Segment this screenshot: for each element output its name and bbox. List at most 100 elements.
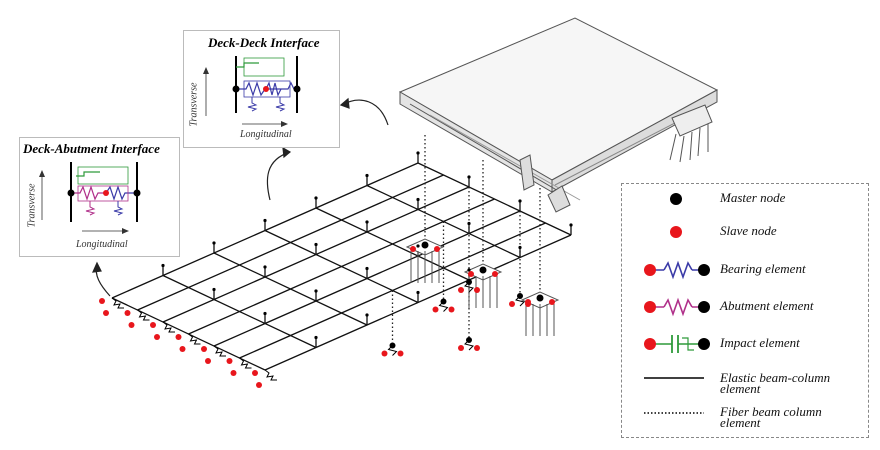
pile-caps [405,238,560,336]
deck-transverse-beam [213,252,368,326]
master-node [314,196,318,200]
callout-arrows [92,97,389,297]
abutment-spring [213,345,226,357]
slave-node [201,346,207,352]
master-node [212,241,216,245]
slave-node [99,298,105,304]
master-node [365,220,369,224]
deck-deck-connection-schematic [203,56,301,127]
abutment-spring [111,297,124,309]
deck-deck-title: Deck-Deck Interface [208,35,320,50]
master-node [365,173,369,178]
deck-deck-inset: Deck-Deck Interface Transverse Longitudi… [183,30,340,148]
master-node [467,268,471,272]
deck-abutment-connection-schematic [39,162,141,234]
deck-abutment-title: Deck-Abutment Interface [23,141,160,156]
master-node [416,244,420,248]
deck-transverse-beam [162,274,317,349]
abutment-element-icon [644,297,710,317]
slave-node [432,306,439,313]
bearing-element-icon [644,260,710,280]
slave-node [154,334,160,340]
legend-slave-node: Slave node [720,223,777,238]
slave-node [124,310,131,316]
slave-node [256,382,262,388]
master-node [421,241,429,249]
slave-node [549,299,555,305]
column-base-spring [387,345,398,356]
master-node [416,197,420,202]
master-node [416,290,420,295]
master-node-icon [670,193,682,205]
support-springs [99,151,573,388]
master-node [518,199,522,203]
slave-node [492,271,498,277]
slave-node [150,322,156,328]
slave-node [103,310,109,316]
master-node [314,242,318,247]
slave-node [474,287,480,293]
master-node [467,221,471,226]
master-node [479,266,487,274]
slave-node [252,370,258,376]
slave-node-icon [670,226,682,238]
master-node [365,266,369,271]
column-base-spring [464,339,474,351]
slave-node [458,345,464,351]
master-node [518,245,522,250]
abutment-spring [188,333,201,345]
right-pier [669,104,713,163]
deck-deck-horizontal-axis: Longitudinal [240,129,292,140]
master-node [263,218,267,223]
fiber-columns [391,135,541,346]
slave-node [448,306,455,313]
master-node [263,265,267,269]
slave-node [230,370,237,376]
deck-slab [398,17,719,213]
slave-node [509,301,515,307]
master-node [161,263,165,268]
slave-node [179,346,186,352]
impact-element-icon [644,335,710,353]
slave-node [205,358,211,364]
slave-node [458,287,464,293]
master-node [536,294,544,302]
column-base-spring [438,301,449,312]
master-node [569,223,573,227]
column-base-spring [515,295,525,307]
slave-node [525,299,531,305]
slave-node [434,246,440,252]
master-node [467,175,471,179]
legend-box: Master node Slave node Bearing element A… [621,183,869,438]
slave-node [468,271,474,277]
abutment-spring [137,309,150,321]
master-node [365,313,369,317]
deck-abutment-horizontal-axis: Longitudinal [76,239,128,250]
legend-impact-element: Impact element [720,335,800,350]
legend-master-node: Master node [720,190,786,205]
slave-node [226,358,233,364]
abutment-spring [264,369,277,381]
slave-node [410,246,416,252]
abutment-spring [239,357,252,369]
deck-abutment-inset: Deck-Abutment Interface Transverse Longi… [19,137,180,257]
master-node [212,287,216,292]
slave-node [128,322,135,328]
legend-icons [644,193,710,414]
legend-bearing-element: Bearing element [720,261,806,276]
column-base-spring [464,281,474,293]
slave-node [474,345,480,351]
slave-node [397,350,404,357]
master-node [263,311,267,316]
master-node [314,335,318,340]
legend-fiber-beam-column: Fiber beam column element [720,404,822,430]
master-node [416,151,420,155]
slave-node [381,350,388,357]
slave-node [175,334,182,340]
abutment-spring [162,321,175,333]
legend-abutment-element: Abutment element [720,298,814,313]
legend-elastic-beam-column: Elastic beam-column element [720,370,831,396]
deck-transverse-beam [417,162,572,236]
deck-transverse-beam [315,207,470,281]
